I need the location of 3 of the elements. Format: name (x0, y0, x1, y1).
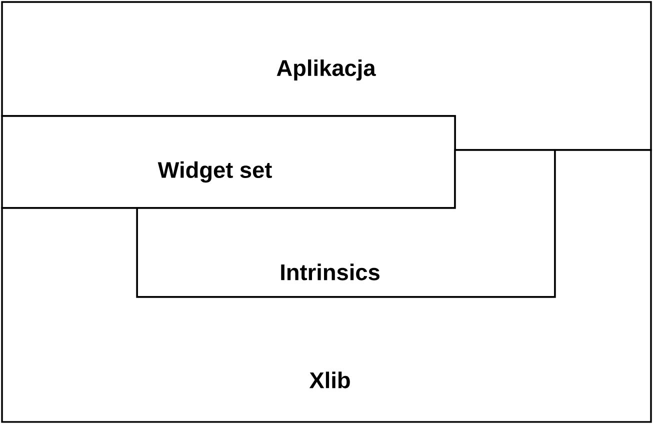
layer-region: Widget set (1, 115, 456, 209)
node-label: Xlib (309, 372, 350, 388)
layer-region: Aplikacja (1, 1, 652, 151)
